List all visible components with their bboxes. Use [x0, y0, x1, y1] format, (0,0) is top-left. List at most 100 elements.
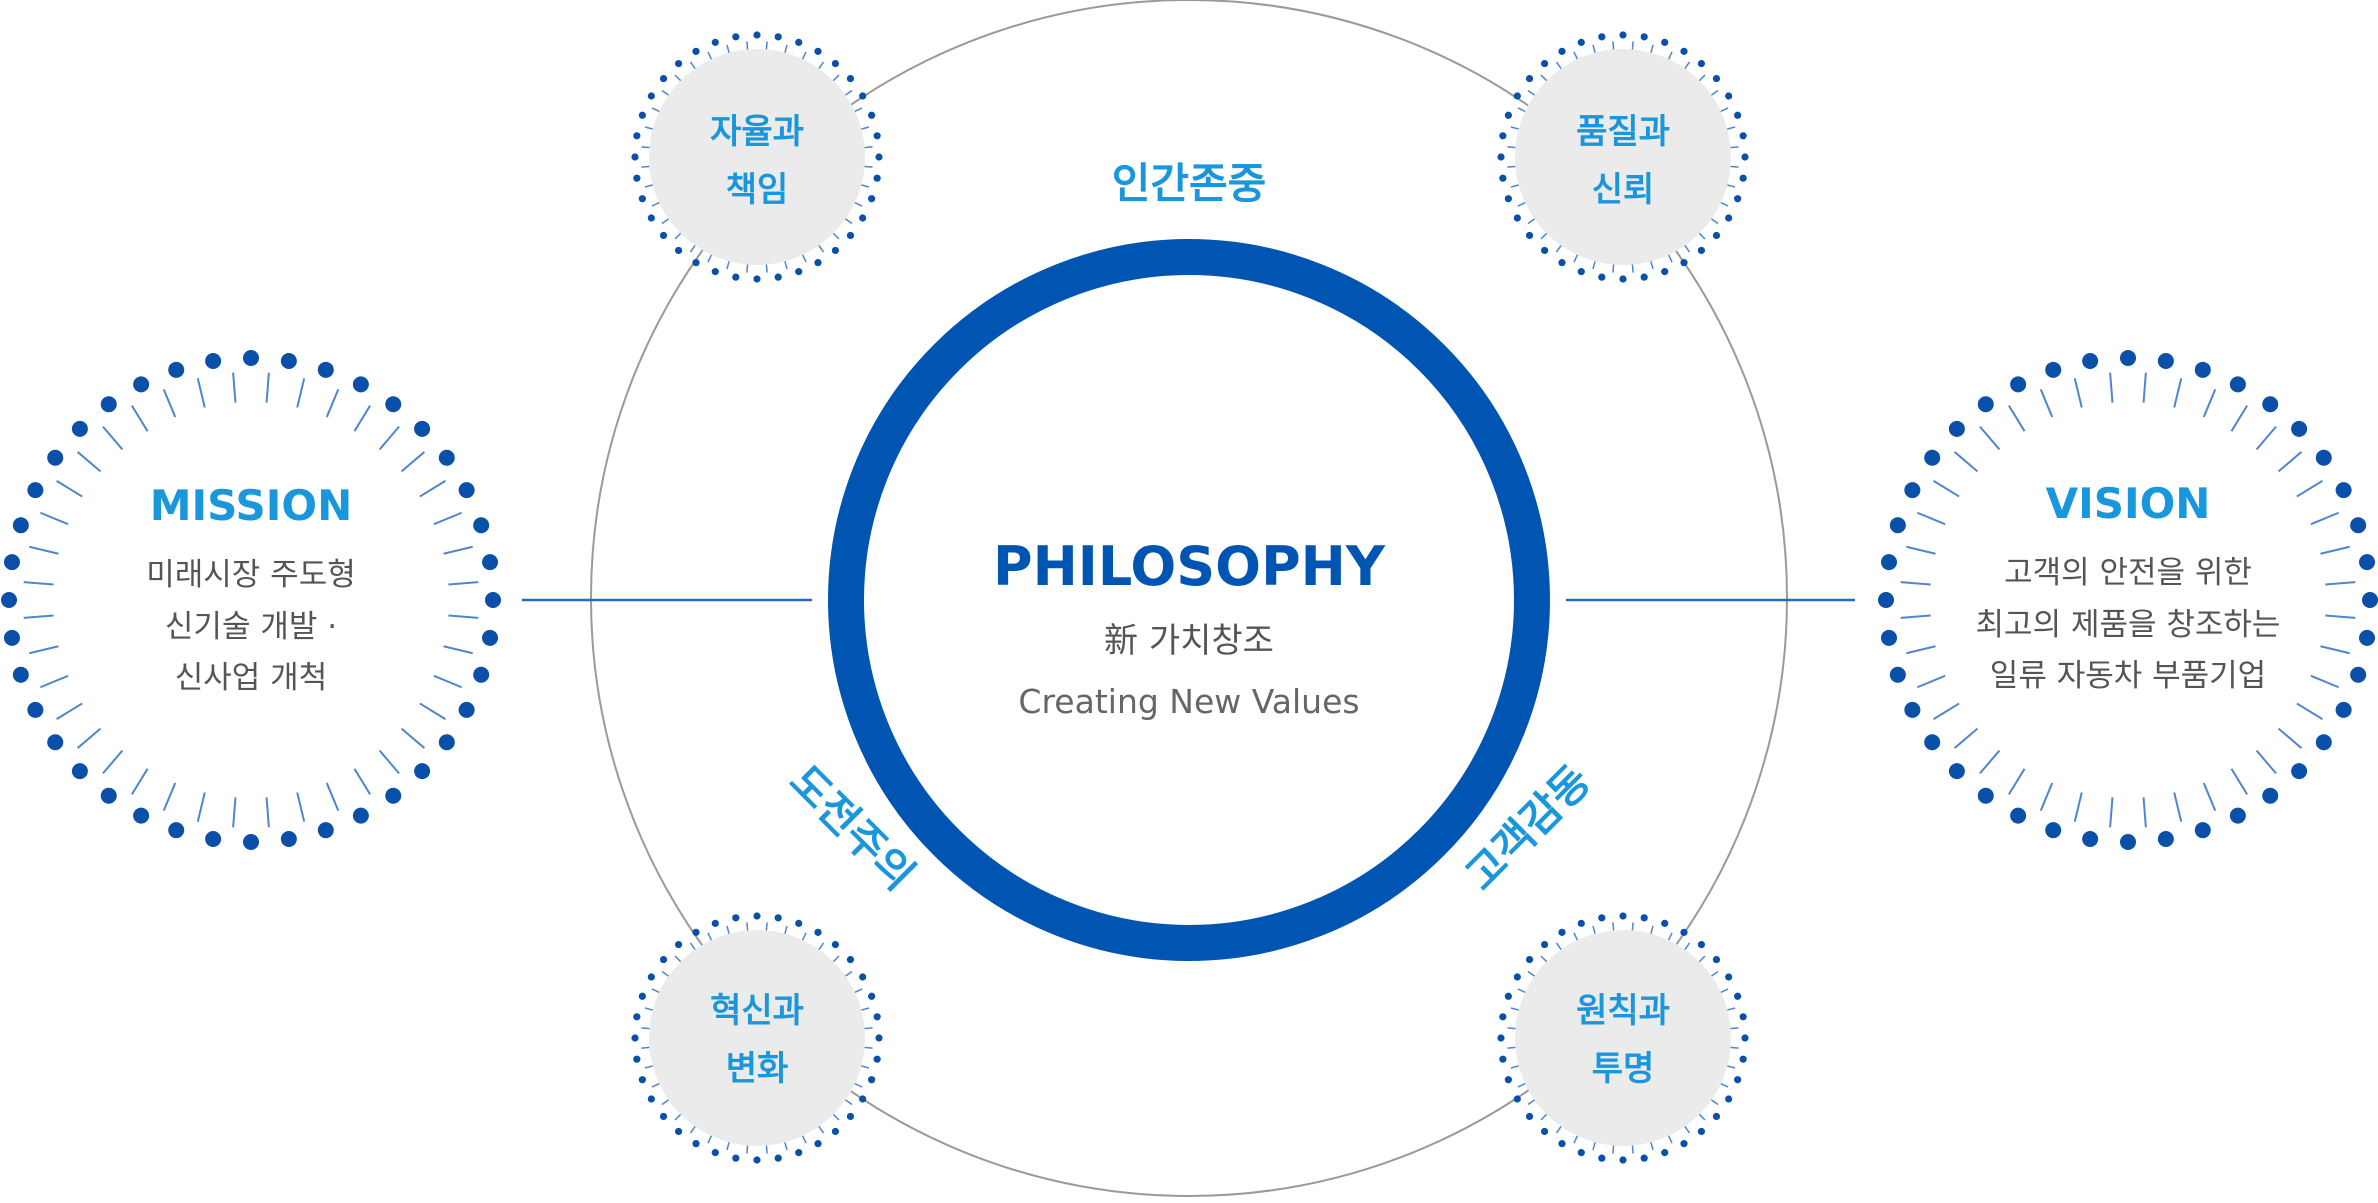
bubble-bottom-left-ring-dot	[873, 1055, 881, 1063]
bubble-top-left-ring-dot	[753, 31, 761, 39]
bubble-bottom-left-line2: 변화	[726, 1049, 789, 1089]
mission-ring-tick	[433, 674, 463, 689]
mission-ring-tick	[232, 372, 237, 403]
mission-ring-tick	[400, 451, 426, 473]
vision-ring-tick	[2296, 480, 2323, 498]
bubble-top-right-ring-dot	[1712, 231, 1721, 240]
vision-ring-dot	[1880, 554, 1897, 571]
bubble-top-left-ring-dot	[732, 33, 740, 41]
bubble-top-left-ring-dot	[814, 259, 822, 267]
philosophy-subtitle-en: Creating New Values	[1018, 682, 1359, 721]
bubble-top-left-ring-dot	[692, 47, 700, 55]
vision-ring-dot	[2262, 787, 2279, 804]
bubble-bottom-left-ring-dot	[659, 1112, 668, 1121]
vision-ring-tick	[1900, 581, 1931, 586]
mission-ring-tick	[232, 797, 237, 828]
mission-ring-dot	[71, 420, 88, 437]
bubble-bottom-right-ring-dot	[1725, 1095, 1733, 1103]
bubble-top-right-ring-dot	[1558, 47, 1566, 55]
bubble-bottom-right-ring-dot	[1619, 912, 1627, 920]
vision-ring-tick	[1953, 727, 1979, 749]
mission-ring-dot	[47, 449, 64, 466]
vision-ring-dot	[2010, 807, 2027, 824]
bubble-bottom-right-ring-dot	[1697, 940, 1706, 949]
bubble-top-left-ring-dot	[647, 214, 655, 222]
bubble-top-left-ring-dot	[633, 132, 641, 140]
mission-ring-tick	[353, 405, 371, 432]
bubble-bottom-right-ring-dot	[1734, 1076, 1742, 1084]
bubble-top-left-ring-dot	[868, 111, 876, 119]
bubble-bottom-right-ring-dot	[1513, 1095, 1521, 1103]
bubble-bottom-left-ring-dot	[732, 914, 740, 922]
bubble-bottom-left-ring-dot	[674, 1127, 683, 1136]
mission-ring-dot	[458, 482, 475, 499]
bubble-bottom-left-ring-dot	[859, 973, 867, 981]
bubble-bottom-left-ring-dot	[831, 940, 840, 949]
vision-ring-dot	[2359, 629, 2376, 646]
mission-ring-dot	[414, 420, 431, 437]
mission-ring-dot	[485, 592, 501, 608]
mission-line-3: 신사업 개척	[175, 660, 327, 696]
bubble-bottom-left-ring-dot	[774, 914, 782, 922]
mission-ring-tick	[325, 782, 340, 812]
bubble-bottom-right-ring-dot	[1697, 1127, 1706, 1136]
bubble-top-right-ring-dot	[1540, 59, 1549, 68]
bubble-top-right-ring-dot	[1697, 246, 1706, 255]
vision-ring-tick	[1900, 614, 1931, 619]
mission-ring-dot	[385, 396, 402, 413]
mission-ring-dot	[100, 787, 117, 804]
bubble-bottom-right-ring-dot	[1598, 914, 1606, 922]
mission-ring-tick	[265, 797, 270, 828]
mission-ring-tick	[419, 702, 446, 720]
bubble-top-right-ring-dot	[1734, 195, 1742, 203]
vision-ring-tick	[2039, 782, 2054, 812]
mission-ring-tick	[76, 727, 102, 749]
vision-ring-tick	[2277, 451, 2303, 473]
bubble-bottom-right-line2: 투명	[1592, 1049, 1655, 1089]
mission-ring-dot	[482, 629, 499, 646]
bubble-top-right-ring-dot	[1577, 268, 1585, 276]
bubble-top-right-ring-dot	[1725, 214, 1733, 222]
bubble-top-left-ring-dot	[814, 47, 822, 55]
bubble-top-left	[649, 49, 865, 265]
bubble-bottom-left-ring-dot	[846, 955, 855, 964]
bubble-top-left-ring-dot	[647, 92, 655, 100]
bubble-top-left-ring-dot	[659, 74, 668, 83]
mission-ring-dot	[3, 629, 20, 646]
mission-ring-tick	[265, 372, 270, 403]
mission-ring-tick	[448, 614, 479, 619]
mission-line-1: 미래시장 주도형	[146, 557, 356, 593]
mission-ring-dot	[3, 554, 20, 571]
mission-ring-tick	[443, 545, 473, 555]
vision-ring-tick	[2039, 388, 2054, 418]
bubble-top-right-ring-dot	[1504, 111, 1512, 119]
mission-ring-tick	[23, 581, 54, 586]
bubble-top-right-ring-dot	[1499, 174, 1507, 182]
bubble-top-left-ring-dot	[873, 132, 881, 140]
bubble-top-left-ring-dot	[732, 273, 740, 281]
bubble-top-right-ring-dot	[1619, 31, 1627, 39]
mission-ring-dot	[385, 787, 402, 804]
vision-ring-tick	[2277, 727, 2303, 749]
bubble-bottom-right-ring-dot	[1525, 1112, 1534, 1121]
vision-ring-tick	[2320, 645, 2350, 655]
bubble-bottom-right-line1: 원칙과	[1576, 991, 1670, 1031]
vision-ring-dot	[2194, 361, 2211, 378]
vision-ring-dot	[1880, 629, 1897, 646]
philosophy-subtitle-ko: 新 가치창조	[1104, 621, 1274, 661]
vision-ring-dot	[2362, 592, 2378, 608]
mission-line-2: 신기술 개발 ·	[165, 609, 337, 645]
bubble-bottom-left-ring-dot	[859, 1095, 867, 1103]
vision-ring-dot	[2082, 352, 2099, 369]
bubble-bottom-right-ring-dot	[1725, 973, 1733, 981]
bubble-top-right-ring-dot	[1741, 153, 1749, 161]
vision-ring-dot	[2120, 834, 2136, 850]
bubble-top-right-ring-dot	[1734, 111, 1742, 119]
bubble-bottom-left-ring-dot	[875, 1034, 883, 1042]
bubble-bottom-right-ring-dot	[1712, 1112, 1721, 1121]
vision-line-3: 일류 자동차 부품기업	[1990, 658, 2266, 694]
bubble-bottom-right-ring-dot	[1741, 1034, 1749, 1042]
mission-ring-tick	[56, 480, 83, 498]
vision-ring-tick	[2173, 378, 2183, 408]
vision-ring-dot	[1878, 592, 1894, 608]
